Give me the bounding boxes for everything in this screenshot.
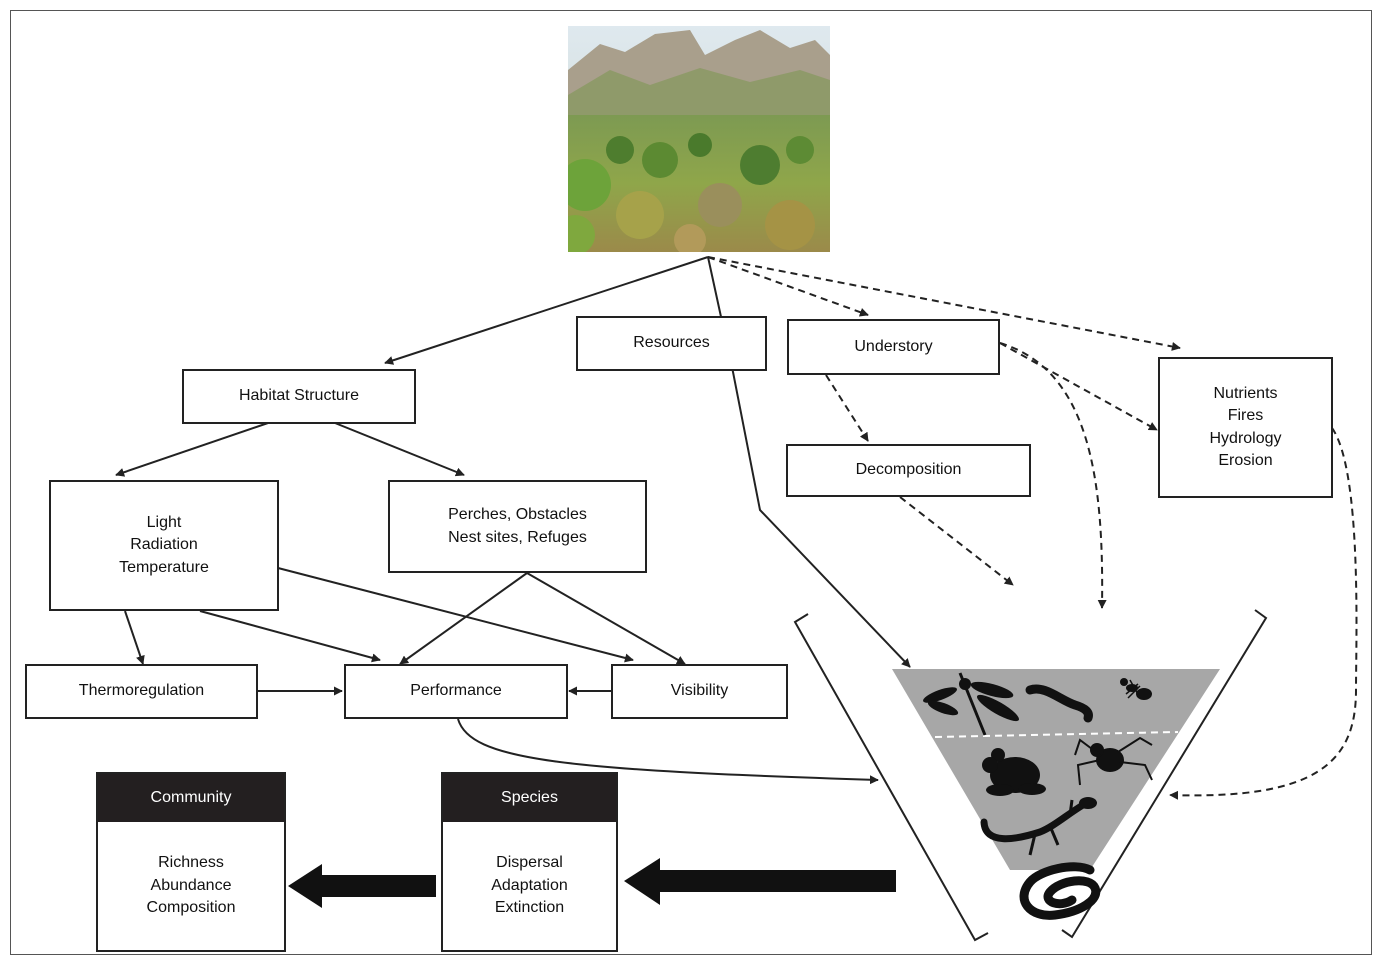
habitat-structure-box: Habitat Structure xyxy=(182,369,416,424)
performance-box: Performance xyxy=(344,664,568,719)
landscape-photo xyxy=(568,26,830,252)
abundance-label: Abundance xyxy=(150,876,232,894)
thermoregulation-label: Thermoregulation xyxy=(78,682,205,700)
nutrients-box: Nutrients Fires Hydrology Erosion xyxy=(1158,357,1333,498)
ant-icon xyxy=(1120,678,1152,700)
fires-label: Fires xyxy=(1227,407,1264,424)
performance-label: Performance xyxy=(410,682,502,700)
worm-icon xyxy=(1025,684,1093,723)
resources-label: Resources xyxy=(633,334,710,352)
erosion-label: Erosion xyxy=(1218,452,1273,469)
richness-label: Richness xyxy=(158,854,224,872)
dispersal-label: Dispersal xyxy=(496,854,563,872)
species-body: Dispersal Adaptation Extinction xyxy=(443,822,616,950)
visibility-box: Visibility xyxy=(611,664,788,719)
decomposition-label: Decomposition xyxy=(855,461,962,479)
community-body: Richness Abundance Composition xyxy=(98,822,284,950)
adaptation-label: Adaptation xyxy=(491,876,568,894)
visibility-label: Visibility xyxy=(670,682,729,700)
dragonfly-icon xyxy=(922,672,1019,736)
block-arrow-to-species xyxy=(624,858,896,905)
light-label: Light xyxy=(146,513,182,531)
perches-label: Perches, Obstacles xyxy=(448,506,587,523)
dashed-connectors xyxy=(707,256,1358,800)
lizard-icon xyxy=(980,797,1097,856)
habitat-structure-label: Habitat Structure xyxy=(238,387,360,405)
frog-icon xyxy=(982,748,1046,796)
species-title: Species xyxy=(501,789,558,806)
nutrients-label: Nutrients xyxy=(1213,384,1278,402)
light-box: Light Radiation Temperature xyxy=(49,480,279,611)
extinction-label: Extinction xyxy=(494,899,565,917)
hydrology-label: Hydrology xyxy=(1209,429,1282,447)
understory-label: Understory xyxy=(854,337,933,355)
species-box: Species Dispersal Adaptation Extinction xyxy=(441,772,618,952)
community-title: Community xyxy=(150,789,232,806)
community-header: Community xyxy=(98,774,284,822)
spider-icon xyxy=(1074,736,1153,786)
thermoregulation-box: Thermoregulation xyxy=(25,664,258,719)
temperature-label: Temperature xyxy=(119,558,209,576)
block-arrow-to-community xyxy=(288,864,436,908)
radiation-label: Radiation xyxy=(130,536,198,554)
decomposition-box: Decomposition xyxy=(786,444,1031,497)
community-box: Community Richness Abundance Composition xyxy=(96,772,286,952)
composition-label: Composition xyxy=(146,899,236,917)
species-funnel xyxy=(793,609,1268,942)
perches-box: Perches, Obstacles Nest sites, Refuges xyxy=(388,480,647,573)
species-header: Species xyxy=(443,774,616,822)
nest-sites-label: Nest sites, Refuges xyxy=(448,528,587,546)
understory-box: Understory xyxy=(787,319,1000,375)
resources-box: Resources xyxy=(576,316,767,371)
snake-icon xyxy=(1019,862,1101,920)
solid-connectors xyxy=(115,256,911,785)
figure-frame xyxy=(10,10,1372,955)
